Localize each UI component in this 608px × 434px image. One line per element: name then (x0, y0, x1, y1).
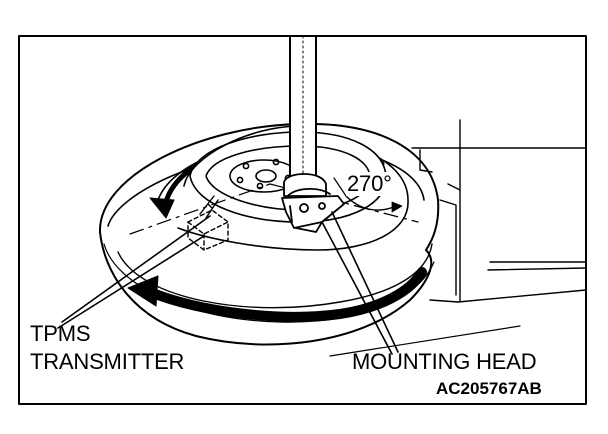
machine-shaft (289, 35, 317, 183)
tpms-leader-line-2 (61, 215, 211, 323)
angle-arc (333, 177, 403, 213)
tire-outer-top (98, 122, 440, 251)
floor-line (329, 325, 521, 357)
machine-cabinet (411, 119, 587, 303)
tpms-label-line1: TPMS (30, 321, 91, 346)
angle-label: 270° (346, 171, 393, 196)
mounting-head (281, 173, 345, 233)
figure-code: AC205767AB (436, 379, 542, 398)
tpms-label-line2: TRANSMITTER (30, 349, 185, 374)
valve-stem (199, 195, 219, 219)
tire-outer-bottom (99, 231, 433, 346)
rotation-arrow-side (145, 267, 427, 322)
mounting-head-leader-line-2 (331, 211, 399, 353)
mounting-head-leader-line (321, 221, 393, 355)
mounting-head-label: MOUNTING HEAD (352, 349, 537, 374)
tpms-leader-line (57, 235, 205, 329)
leader-lines (57, 211, 399, 355)
